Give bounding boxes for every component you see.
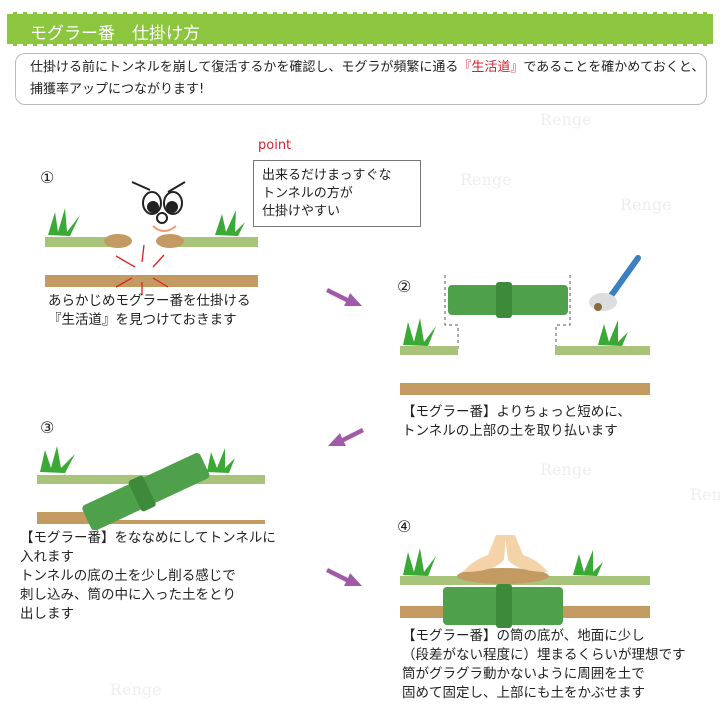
intro-highlight: 『生活道』 [458,60,524,75]
page-title: モグラー番 仕掛け方 [30,24,200,44]
tube-icon [82,452,210,530]
point-label: point [258,138,292,153]
header-bar: モグラー番 仕掛け方 [7,12,713,46]
step3-illustration [37,446,265,530]
arrow-right-down-icon [326,568,362,586]
step3-caption: 【モグラー番】をななめにしてトンネルに 入れます トンネルの底の土を少し削る感じ… [20,530,276,622]
step3-number: ③ [40,418,55,437]
intro-text: 仕掛ける前にトンネルを崩して復活するかを確認し、モグラが頻繁に通る [30,60,459,75]
hands-icon [463,535,548,572]
mole-face-icon [131,181,186,232]
arrow-left-down-icon [328,428,364,446]
arrow-right-down-icon [326,288,362,306]
step1-illustration [45,181,258,295]
step1-number: ① [40,168,55,187]
step4-illustration [400,535,650,628]
step2-number: ② [397,277,412,296]
step2-illustration [400,255,650,395]
point-box: 出来るだけまっすぐな トンネルの方が 仕掛けやすい [253,160,421,227]
step4-caption: 【モグラー番】の筒の底が、地面に少し （段差がない程度に）埋まるくらいが理想です… [402,628,686,701]
scoop-icon [589,255,641,311]
grass-icon [403,548,603,576]
grass-icon [40,446,235,473]
step1-caption: あらかじめモグラー番を仕掛ける 『生活道』を見つけておきます [48,293,251,328]
grass-icon [48,208,245,236]
step4-number: ④ [397,517,412,536]
intro-box: 仕掛ける前にトンネルを崩して復活するかを確認し、モグラが頻繁に通る『生活道』であ… [15,53,707,105]
step2-caption: 【モグラー番】よりちょっと短めに、 トンネルの上部の土を取り払います [402,404,631,439]
intro-text-end: であることを確かめておくと、捕獲率アップにつながります! [30,60,705,97]
grass-icon [403,318,628,346]
